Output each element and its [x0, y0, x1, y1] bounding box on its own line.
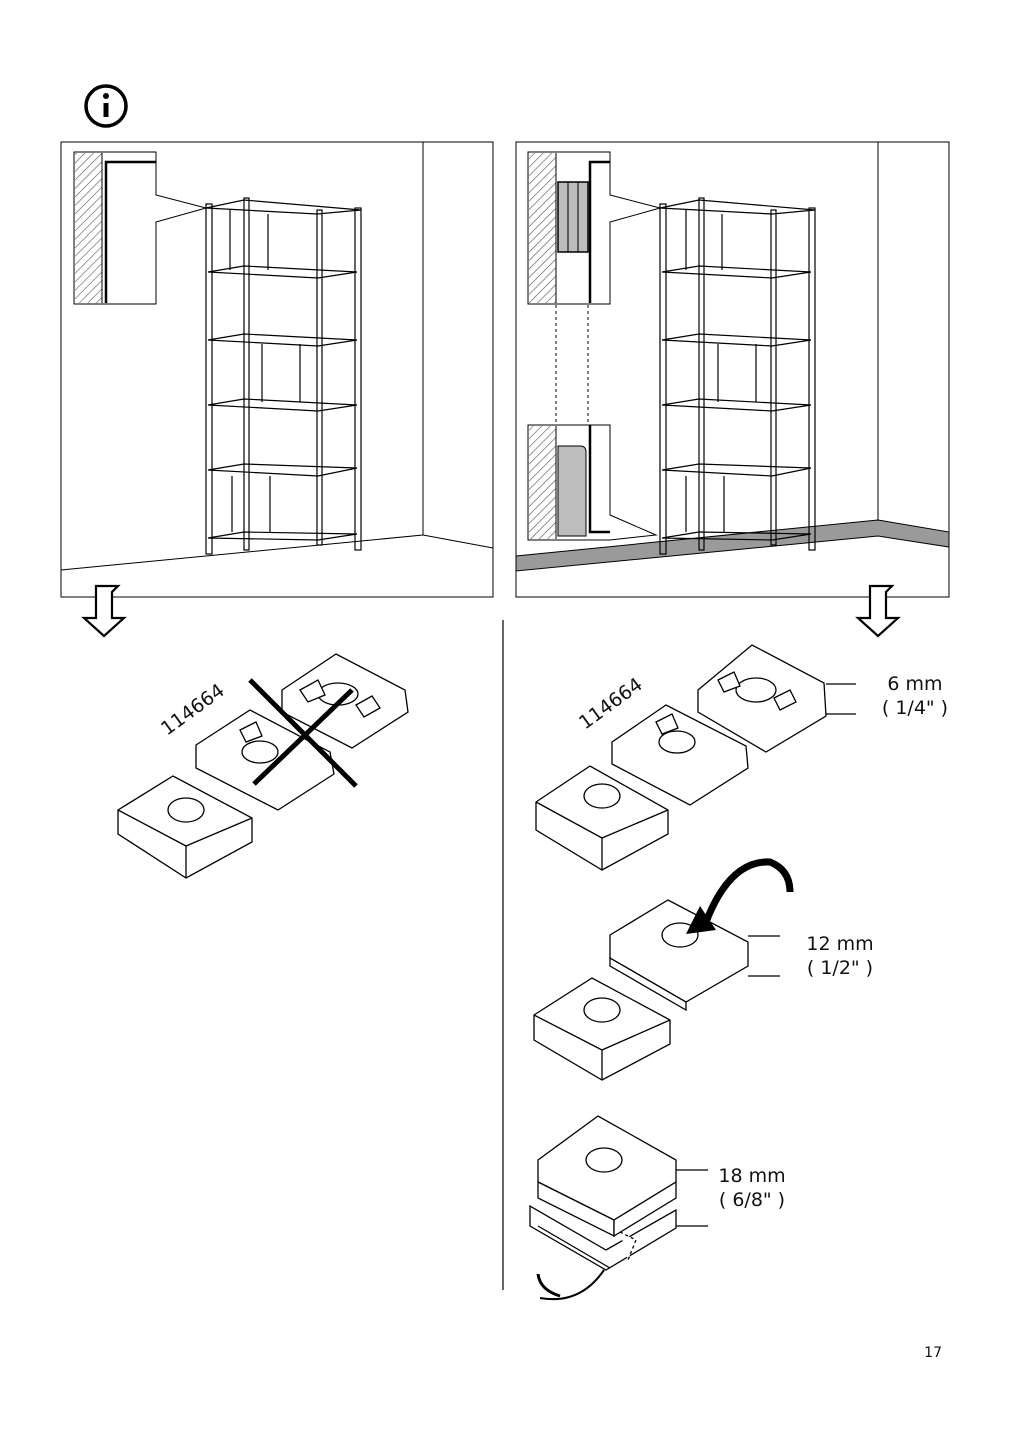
spacer-strip-18mm — [529, 1115, 708, 1271]
down-arrow-left — [81, 584, 127, 638]
down-arrow-right — [855, 584, 901, 638]
right-wall-panel — [515, 141, 950, 598]
detail-callout-right-top — [527, 151, 662, 424]
height-metric: 12 mm — [806, 933, 874, 955]
height-label-12mm: 12 mm ( 1/2" ) — [800, 932, 880, 980]
height-imperial: ( 6/8" ) — [718, 1189, 786, 1211]
height-imperial: ( 1/2" ) — [806, 957, 874, 979]
fold-arrow-12mm — [686, 858, 794, 934]
height-metric: 18 mm — [718, 1165, 786, 1187]
height-label-18mm: 18 mm ( 6/8" ) — [712, 1164, 792, 1212]
crossed-out-mark — [248, 678, 358, 788]
bookshelf-right — [659, 197, 816, 555]
spacer-strip-12mm — [533, 899, 780, 1081]
height-label-6mm: 6 mm ( 1/4" ) — [880, 672, 950, 720]
spacer-strip-6mm — [535, 644, 856, 871]
left-wall-panel — [60, 141, 494, 598]
bookshelf-left — [205, 197, 362, 555]
height-metric: 6 mm — [887, 673, 943, 695]
spacer-strip-left — [117, 653, 409, 879]
page-number: 17 — [924, 1345, 942, 1361]
fold-arrow-18mm — [536, 1269, 605, 1301]
detail-callout-right-bottom — [527, 424, 658, 541]
info-icon — [84, 84, 128, 128]
height-imperial: ( 1/4" ) — [881, 697, 949, 719]
detail-callout-left — [73, 151, 208, 305]
